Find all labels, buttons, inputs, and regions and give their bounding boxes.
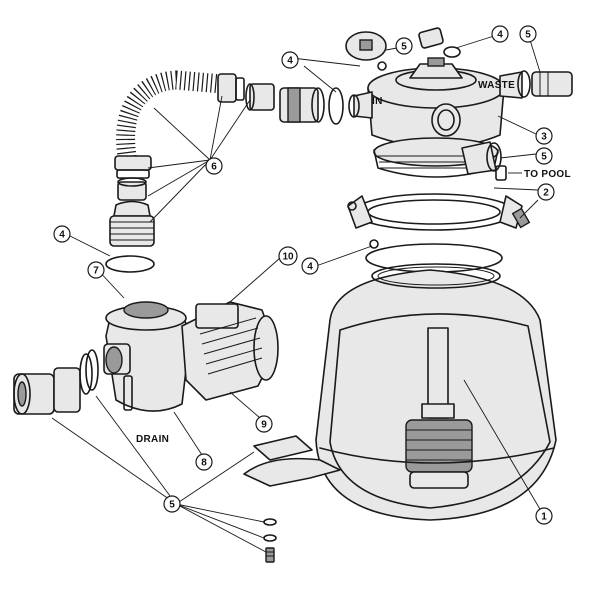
callout-10: 10	[278, 246, 298, 266]
svg-text:1: 1	[541, 512, 547, 523]
pump-motor	[181, 301, 279, 401]
callout-8: 8	[195, 453, 213, 471]
callout-7: 7	[87, 261, 105, 279]
svg-text:2: 2	[543, 188, 549, 199]
to-pool-fitting	[461, 141, 507, 181]
svg-text:5: 5	[541, 152, 547, 163]
multiport-valve	[348, 57, 505, 178]
callout-3: 3	[535, 127, 553, 145]
callout-9: 9	[255, 415, 273, 433]
svg-text:5: 5	[401, 42, 407, 53]
svg-text:4: 4	[287, 56, 293, 67]
label-drain: DRAIN	[136, 434, 169, 445]
label-waste: WASTE	[478, 80, 515, 91]
label-to-pool: TO POOL	[524, 169, 571, 180]
leader-lines	[51, 35, 545, 553]
svg-text:4: 4	[59, 230, 65, 241]
union-pieces-top	[245, 83, 344, 125]
svg-text:3: 3	[541, 132, 547, 143]
svg-text:4: 4	[307, 262, 313, 273]
callout-2: 2	[537, 183, 555, 201]
callout-6: 6	[205, 157, 223, 175]
small-washer	[369, 239, 379, 249]
flex-hose	[116, 70, 232, 172]
waste-fitting	[499, 70, 573, 99]
callout-5-cap: 5	[395, 37, 413, 55]
svg-text:10: 10	[282, 252, 294, 263]
svg-text:9: 9	[261, 420, 267, 431]
svg-text:4: 4	[497, 30, 503, 41]
o-ring-left	[105, 255, 155, 273]
label-in: IN	[372, 96, 383, 107]
pump-strainer-housing	[105, 301, 191, 412]
small-hardware	[263, 518, 277, 563]
hose-coupling-bottom	[114, 155, 152, 179]
pump-union-front	[13, 349, 99, 415]
pump-base	[243, 435, 341, 487]
callout-4-left: 4	[53, 225, 71, 243]
callout-5-to-pool: 5	[535, 147, 553, 165]
callout-1: 1	[535, 507, 553, 525]
svg-text:7: 7	[93, 266, 99, 277]
callout-4-valve-top: 4	[281, 51, 299, 69]
pump-inlet-port	[103, 343, 131, 375]
svg-text:8: 8	[201, 458, 207, 469]
svg-text:5: 5	[525, 30, 531, 41]
svg-text:5: 5	[169, 500, 175, 511]
hose-coupling-top	[217, 73, 245, 103]
callout-4-cap: 4	[491, 25, 509, 43]
valve-cap-parts	[345, 27, 461, 71]
callout-4-tank: 4	[301, 257, 319, 275]
callout-5-bottom: 5	[163, 495, 181, 513]
callout-5-waste: 5	[519, 25, 537, 43]
union-pieces-bottom	[109, 177, 155, 247]
svg-text:6: 6	[211, 162, 217, 173]
filter-tank	[315, 263, 557, 521]
clamp-ring	[347, 193, 531, 231]
